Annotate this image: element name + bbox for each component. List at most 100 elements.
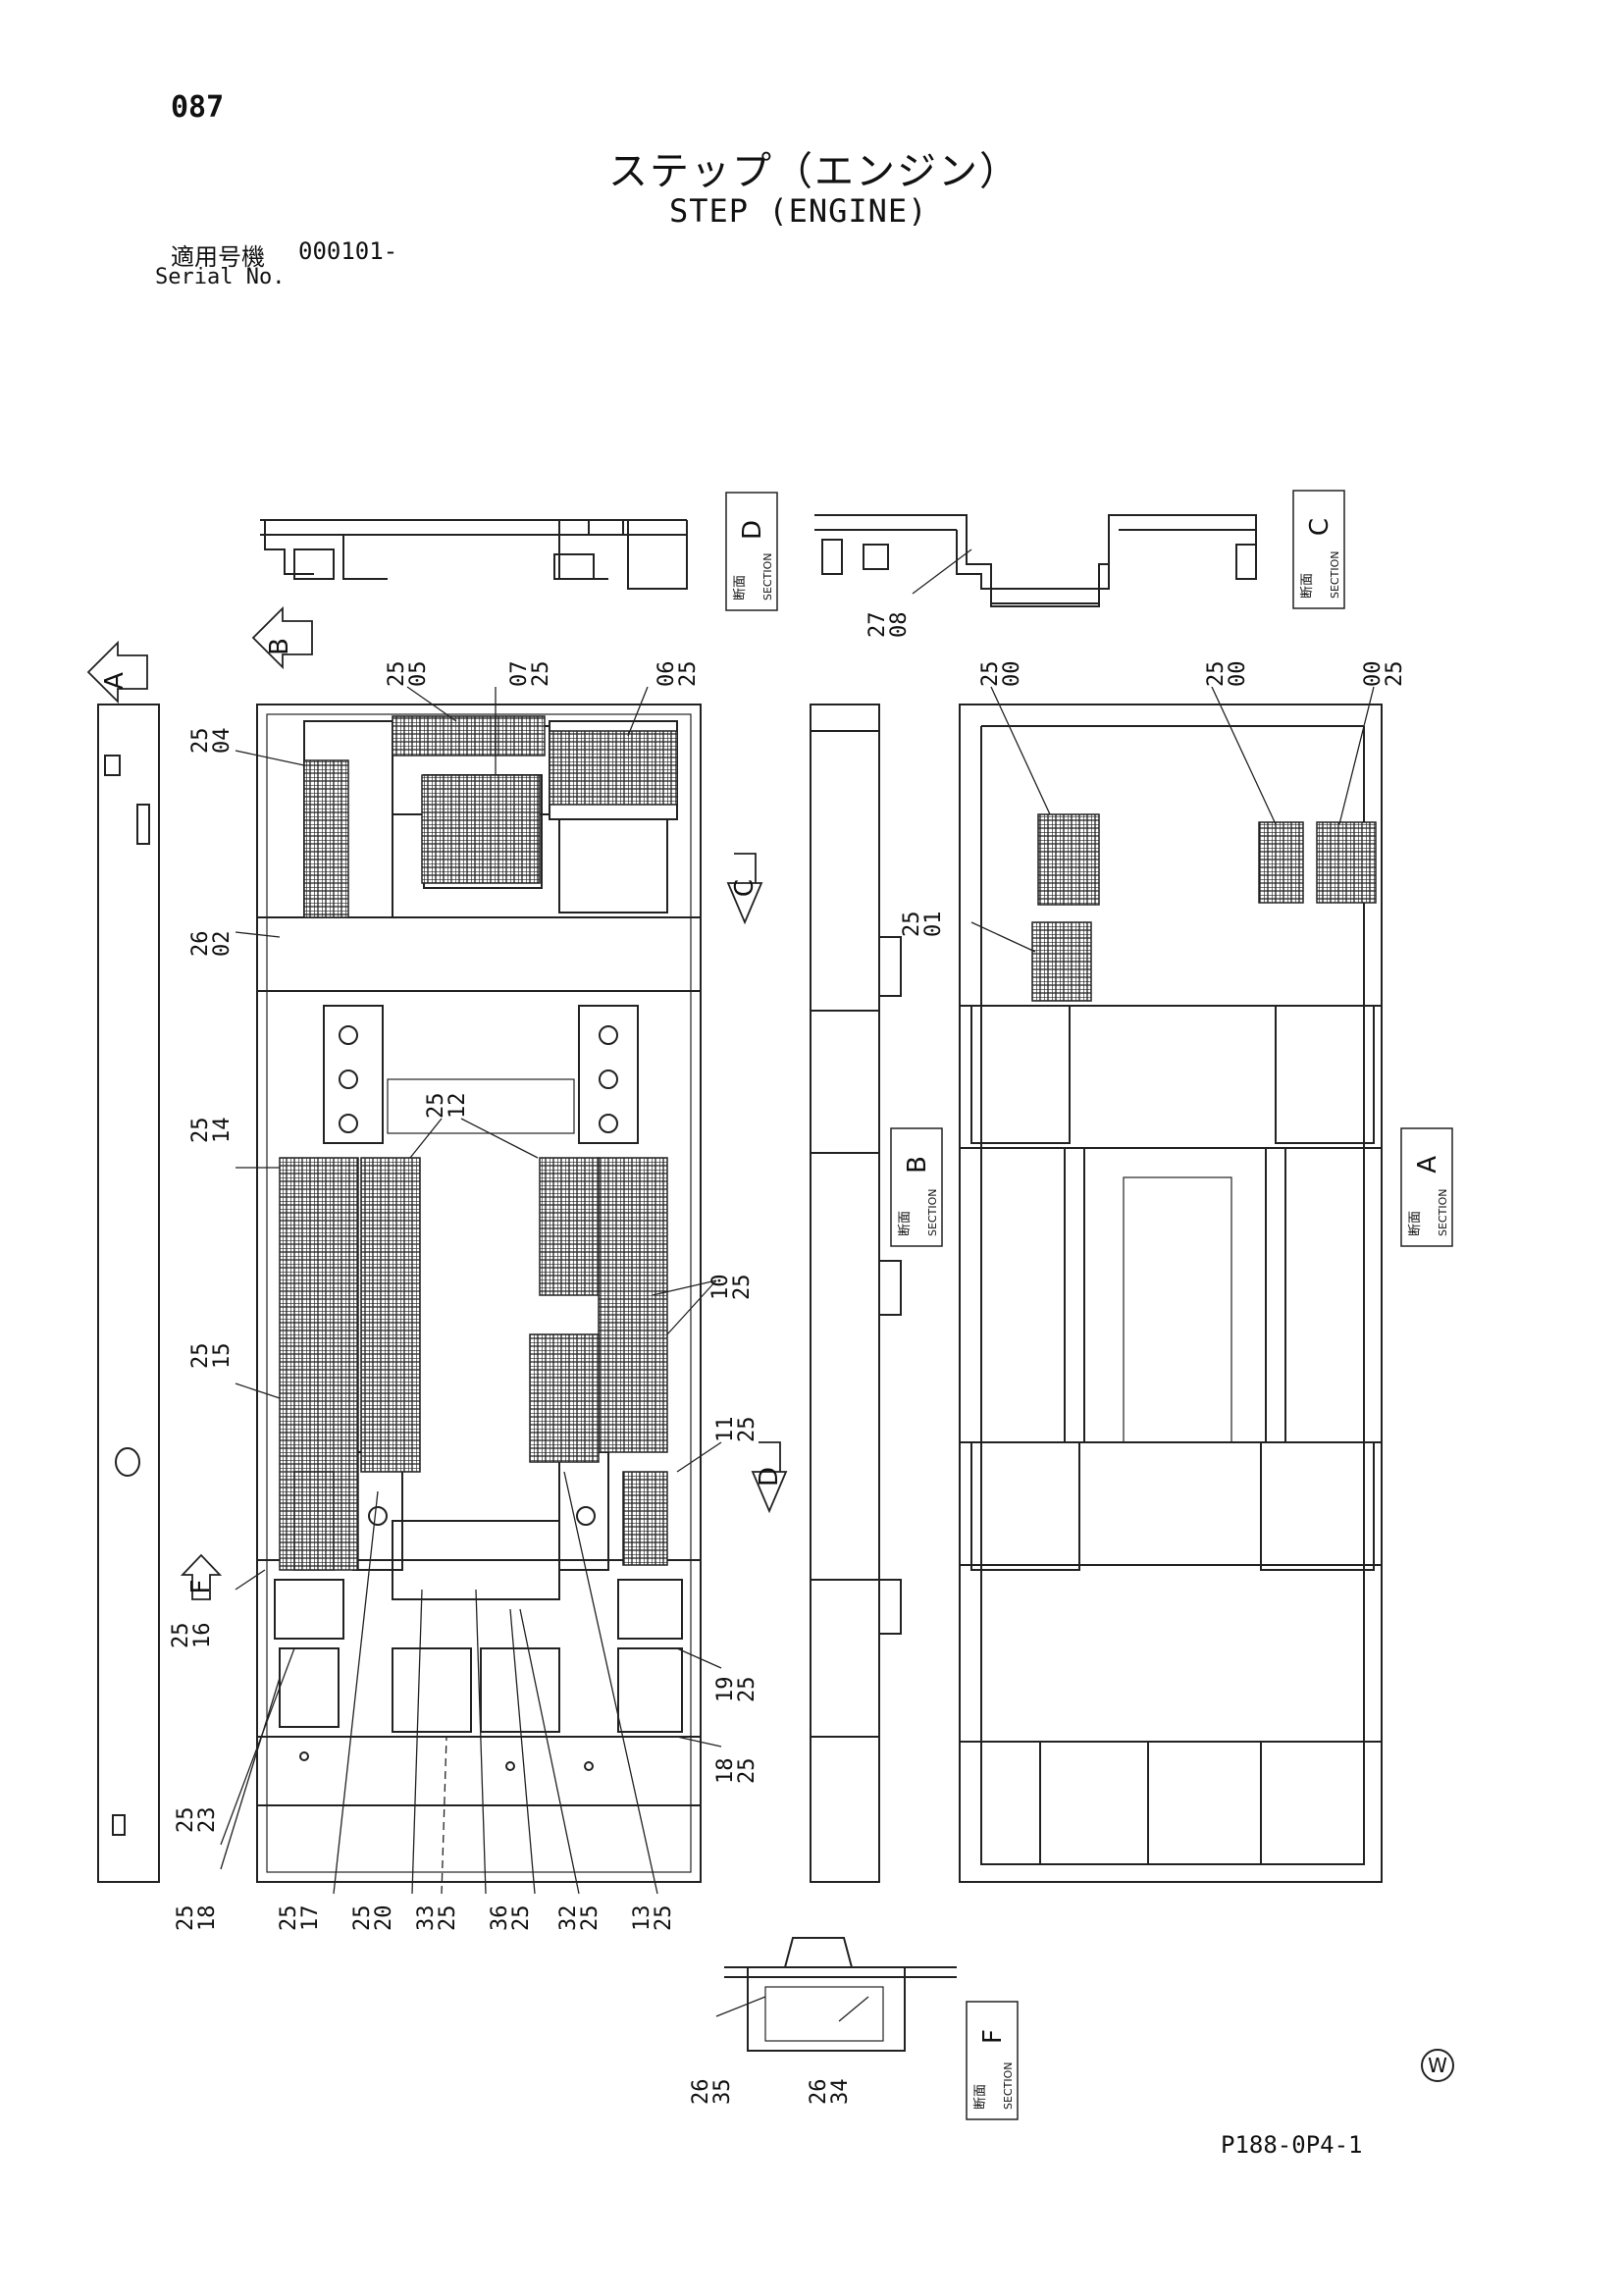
callout-line-1: 10 [708,1275,733,1301]
callout-line-2: 25 [735,1417,759,1443]
callout-line-2: 25 [676,661,701,688]
section-label-en: SECTION [1002,2062,1015,2110]
callout-line-2: 25 [509,1905,534,1932]
callout-line-2: 15 [210,1343,235,1370]
callout-line-1: 25 [188,728,213,755]
view-arrow-shapes [86,605,788,1600]
section-letter: A [1413,1156,1442,1174]
callout-line-1: 32 [556,1905,581,1932]
left-side-elevation [97,704,160,1883]
section-box-a: A 断面 SECTION [1408,1156,1449,1236]
callout-line-2: 18 [195,1905,220,1932]
callout-line-1: 25 [385,661,409,688]
section-letter: B [903,1156,932,1174]
callout-line-1: 13 [630,1905,654,1932]
view-arrow-f: F [186,1580,216,1594]
section-label-jp: 断面 [1408,1211,1423,1236]
callout-line-2: 17 [298,1905,323,1932]
section-letter: F [978,2029,1008,2044]
callout-line-2: 02 [210,931,235,958]
callout-line-2: 08 [887,612,912,639]
callout-line-1: 06 [654,661,679,688]
section-label-en: SECTION [926,1189,939,1236]
main-plan-holes [299,1025,618,1771]
callout-line-1: 25 [188,1343,213,1370]
callout-line-1: 25 [350,1905,375,1932]
callout-line-2: 25 [730,1275,755,1301]
callout-line-2: 20 [372,1905,396,1932]
section-box-d: D 断面 SECTION [733,520,774,600]
callout-line-2: 23 [195,1807,220,1834]
section-label-en: SECTION [1329,551,1341,599]
callout-line-1: 00 [1361,661,1386,688]
callout-line-1: 25 [978,661,1003,688]
section-a-plan [959,704,1383,1883]
callout-line-2: 25 [735,1758,759,1785]
callout-line-2: 12 [445,1093,470,1120]
serial-number-value: 000101- [298,237,398,265]
callout-line-1: 26 [689,2079,713,2106]
section-label-jp: 断面 [1300,573,1315,599]
view-arrow-letters: A B C D F [100,638,784,1593]
section-f-profile [724,1937,957,2052]
callout-line-1: 25 [188,1118,213,1144]
callout-line-1: 11 [713,1417,738,1443]
callout-line-2: 25 [652,1905,676,1932]
serial-label-japanese: 適用号機 [171,243,265,271]
callout-line-2: 16 [190,1623,215,1649]
callout-line-2: 25 [529,661,553,688]
callout-line-1: 25 [277,1905,301,1932]
section-label-en: SECTION [1437,1189,1449,1236]
grating-panels-main [279,715,678,1571]
section-a-grating [1031,813,1377,1002]
section-box-frames [725,490,1453,2120]
callout-line-1: 27 [865,612,890,639]
callout-line-2: 04 [210,728,235,755]
page-number: 087 [171,90,225,125]
callout-line-2: 00 [1226,661,1250,688]
page-title-japanese: ステップ（エンジン） [608,149,1021,194]
callout-line-1: 18 [713,1758,738,1785]
view-arrow-a: A [100,672,130,690]
section-label-jp: 断面 [898,1211,913,1236]
callout-line-2: 00 [1000,661,1024,688]
callout-line-1: 25 [174,1905,198,1932]
callout-line-1: 25 [174,1807,198,1834]
section-box-b: B 断面 SECTION [898,1156,939,1236]
callout-line-2: 05 [406,661,431,688]
callout-line-1: 19 [713,1677,738,1703]
callout-line-1: 26 [188,931,213,958]
section-box-c: C 断面 SECTION [1300,518,1341,599]
view-arrow-b: B [265,638,294,655]
callout-line-2: 25 [578,1905,602,1932]
drawing-code: P188-0P4-1 [1221,2131,1363,2159]
callout-line-2: 01 [921,912,946,938]
section-c-profile [814,514,1257,607]
callout-line-2: 34 [828,2079,853,2106]
serial-label-english: Serial No. [155,265,286,289]
callout-line-1: 07 [507,661,532,688]
callout-line-1: 33 [414,1905,439,1932]
section-box-f: F 断面 SECTION [973,2029,1015,2110]
callout-line-2: 25 [1383,661,1407,688]
section-label-en: SECTION [761,553,774,600]
callout-line-1: 25 [1204,661,1229,688]
callout-line-1: 36 [488,1905,512,1932]
callout-line-2: 25 [436,1905,460,1932]
section-label-jp: 断面 [733,575,748,600]
callout-line-2: 25 [735,1677,759,1703]
callout-line-1: 25 [424,1093,448,1120]
callout-line-1: 25 [169,1623,193,1649]
leader-lines [220,548,1375,2022]
corner-mark: W [1421,2049,1454,2082]
section-letter: D [738,520,767,540]
section-label-jp: 断面 [973,2084,988,2110]
callout-line-1: 25 [900,912,924,938]
callout-line-2: 35 [710,2079,735,2106]
section-d-profile [260,519,688,590]
callout-line-1: 26 [807,2079,831,2106]
callout-line-2: 14 [210,1118,235,1144]
section-letter: C [1305,518,1335,536]
